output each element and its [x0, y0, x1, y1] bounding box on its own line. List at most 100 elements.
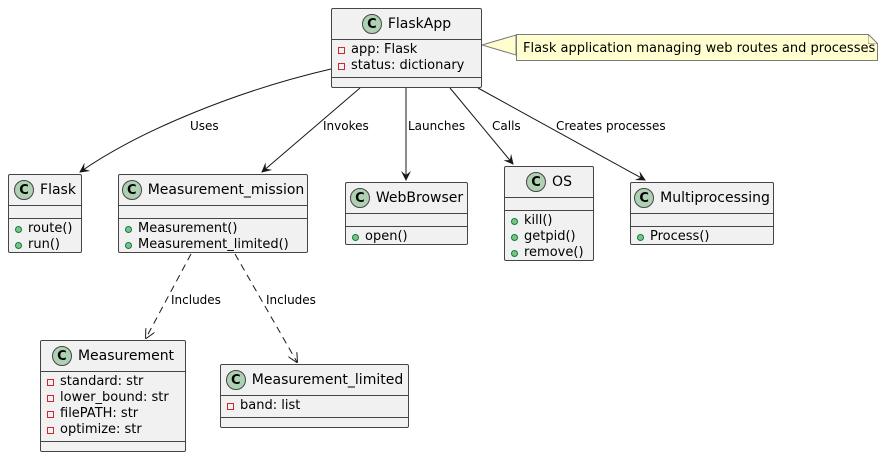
- public-visibility-icon: [511, 233, 518, 241]
- attribute-row: band: list: [227, 398, 402, 414]
- class-webbrowser[interactable]: C WebBrowser open(): [345, 182, 468, 245]
- method-text: getpid(): [524, 229, 576, 244]
- attribute-text: standard: str: [60, 374, 144, 389]
- edge-label-calls: Calls: [492, 119, 521, 133]
- edge-includes-measurement-limited: [234, 253, 297, 362]
- attributes-section: standard: str lower_bound: str filePATH:…: [41, 371, 185, 441]
- attribute-row: app: Flask: [338, 42, 475, 58]
- class-header: C WebBrowser: [346, 183, 467, 213]
- class-flaskapp[interactable]: C FlaskApp app: Flask status: dictionary: [331, 8, 482, 88]
- attributes-section: band: list: [221, 395, 408, 417]
- method-text: remove(): [524, 245, 584, 260]
- methods-section: [332, 77, 481, 90]
- edge-includes-measurement: [146, 253, 192, 338]
- class-measurement-mission[interactable]: C Measurement_mission Measurement() Meas…: [118, 174, 308, 253]
- method-row: Measurement(): [125, 221, 301, 237]
- attributes-section: [9, 205, 81, 218]
- method-row: getpid(): [511, 229, 587, 245]
- method-text: route(): [28, 221, 73, 236]
- class-measurement[interactable]: C Measurement standard: str lower_bound:…: [40, 340, 186, 452]
- class-name: OS: [552, 174, 572, 190]
- edge-calls: [449, 87, 514, 165]
- method-text: open(): [365, 229, 408, 244]
- class-os[interactable]: C OS kill() getpid() remove(): [504, 166, 594, 261]
- attribute-text: filePATH: str: [60, 406, 139, 421]
- attribute-row: standard: str: [47, 374, 179, 390]
- private-visibility-icon: [338, 46, 345, 54]
- class-badge-icon: C: [526, 172, 547, 192]
- edge-creates-processes: [477, 87, 646, 181]
- class-name: Measurement_mission: [147, 182, 305, 198]
- public-visibility-icon: [125, 225, 132, 233]
- class-header: C Measurement_mission: [119, 175, 307, 205]
- edge-label-invokes: Invokes: [323, 119, 369, 133]
- attribute-row: status: dictionary: [338, 58, 475, 74]
- edge-label-creates-processes: Creates processes: [556, 119, 666, 133]
- methods-section: Measurement() Measurement_limited(): [119, 218, 307, 256]
- attributes-section: [505, 197, 593, 210]
- attribute-text: status: dictionary: [351, 58, 465, 73]
- edge-label-includes-measurement-limited: Includes: [266, 293, 316, 307]
- class-multiprocessing[interactable]: C Multiprocessing Process(): [630, 182, 774, 245]
- attribute-row: filePATH: str: [47, 406, 179, 422]
- class-name: Measurement: [77, 348, 175, 364]
- attributes-section: app: Flask status: dictionary: [332, 39, 481, 77]
- method-text: run(): [28, 237, 60, 252]
- private-visibility-icon: [47, 394, 54, 402]
- method-row: kill(): [511, 213, 587, 229]
- public-visibility-icon: [511, 249, 518, 257]
- method-row: route(): [15, 221, 75, 237]
- method-row: remove(): [511, 245, 587, 261]
- private-visibility-icon: [47, 426, 54, 434]
- edge-label-includes-measurement: Includes: [171, 293, 221, 307]
- class-badge-icon: C: [634, 188, 655, 208]
- class-name: WebBrowser: [375, 190, 464, 206]
- methods-section: route() run(): [9, 218, 81, 256]
- class-header: C OS: [505, 167, 593, 197]
- class-badge-icon: C: [51, 346, 72, 366]
- note-fold-corner: [868, 34, 878, 44]
- public-visibility-icon: [125, 241, 132, 249]
- private-visibility-icon: [47, 378, 54, 386]
- public-visibility-icon: [511, 217, 518, 225]
- attributes-section: [631, 213, 773, 226]
- class-name: Multiprocessing: [660, 190, 770, 206]
- class-badge-icon: C: [14, 180, 35, 200]
- class-header: C Flask: [9, 175, 81, 205]
- class-header: C Multiprocessing: [631, 183, 773, 213]
- attributes-section: [346, 213, 467, 226]
- class-badge-icon: C: [349, 188, 370, 208]
- method-text: Measurement(): [138, 221, 238, 236]
- class-measurement-limited[interactable]: C Measurement_limited band: list: [220, 364, 409, 428]
- public-visibility-icon: [637, 233, 644, 241]
- attribute-text: app: Flask: [351, 42, 418, 57]
- public-visibility-icon: [15, 241, 22, 249]
- method-row: run(): [15, 237, 75, 253]
- class-name: FlaskApp: [387, 16, 452, 32]
- method-text: kill(): [524, 213, 553, 228]
- attribute-text: band: list: [240, 398, 301, 413]
- methods-section: [221, 417, 408, 430]
- note-connector: [480, 34, 517, 56]
- diagram-note: Flask application managing web routes an…: [516, 34, 878, 61]
- attribute-row: optimize: str: [47, 422, 179, 438]
- class-flask[interactable]: C Flask route() run(): [8, 174, 82, 253]
- edge-label-launches: Launches: [408, 119, 466, 133]
- class-name: Flask: [40, 182, 76, 198]
- methods-section: Process(): [631, 226, 773, 248]
- attribute-row: lower_bound: str: [47, 390, 179, 406]
- attribute-text: lower_bound: str: [60, 390, 169, 405]
- private-visibility-icon: [47, 410, 54, 418]
- method-row: Measurement_limited(): [125, 237, 301, 253]
- method-row: Process(): [637, 229, 767, 245]
- class-badge-icon: C: [361, 14, 382, 34]
- class-badge-icon: C: [225, 370, 246, 390]
- edge-label-uses: Uses: [190, 119, 219, 133]
- note-text: Flask application managing web routes an…: [523, 41, 876, 56]
- class-header: C Measurement: [41, 341, 185, 371]
- methods-section: kill() getpid() remove(): [505, 210, 593, 264]
- public-visibility-icon: [15, 225, 22, 233]
- method-row: open(): [352, 229, 461, 245]
- public-visibility-icon: [352, 233, 359, 241]
